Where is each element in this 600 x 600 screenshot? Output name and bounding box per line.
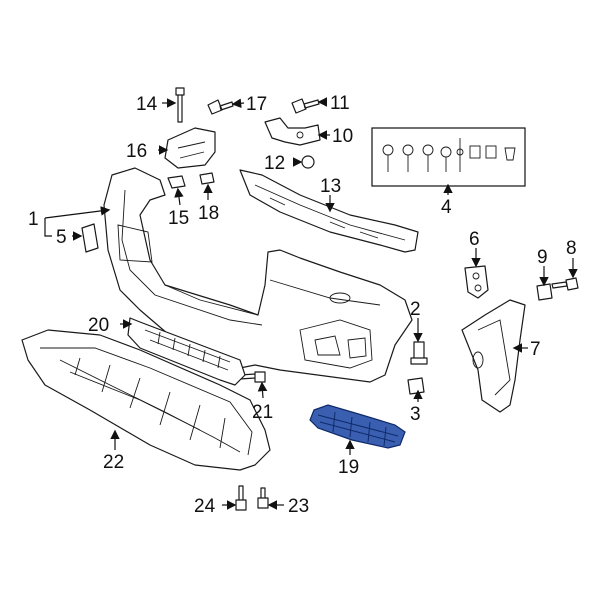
callout-16: 16 xyxy=(126,141,147,162)
callout-4: 4 xyxy=(441,197,452,218)
leader-lines xyxy=(44,97,578,510)
callout-2: 2 xyxy=(410,299,421,320)
callout-12: 12 xyxy=(264,153,285,174)
callout-17: 17 xyxy=(246,94,267,115)
callout-1: 1 xyxy=(28,209,39,230)
callout-23: 23 xyxy=(288,496,309,517)
callout-14: 14 xyxy=(136,94,158,115)
bracket-10 xyxy=(264,117,321,146)
callout-20: 20 xyxy=(88,315,109,336)
lower-shield-22 xyxy=(21,329,271,471)
callout-19: 19 xyxy=(338,457,359,478)
callouts: 1 2 3 4 5 6 7 8 9 10 11 12 13 14 15 16 1… xyxy=(28,93,577,517)
side-bracket-7 xyxy=(461,299,526,413)
callout-9: 9 xyxy=(537,247,548,268)
hardware-kit-box xyxy=(371,127,526,187)
callout-22: 22 xyxy=(103,452,124,473)
callout-11: 11 xyxy=(330,93,350,114)
callout-10: 10 xyxy=(332,126,353,147)
callout-8: 8 xyxy=(566,238,577,259)
callout-13: 13 xyxy=(320,176,341,197)
callout-18: 18 xyxy=(198,203,219,224)
callout-7: 7 xyxy=(530,339,541,360)
callout-3: 3 xyxy=(410,404,421,425)
lower-grille-19 xyxy=(309,404,406,449)
bumper-cover xyxy=(103,167,413,383)
callout-24: 24 xyxy=(194,496,216,517)
bracket-16 xyxy=(164,127,216,169)
callout-5: 5 xyxy=(56,227,67,248)
callout-6: 6 xyxy=(469,229,480,250)
callout-15: 15 xyxy=(168,208,189,229)
bracket-6 xyxy=(464,265,489,299)
grille-insert-20 xyxy=(127,317,246,386)
callout-21: 21 xyxy=(252,402,273,423)
